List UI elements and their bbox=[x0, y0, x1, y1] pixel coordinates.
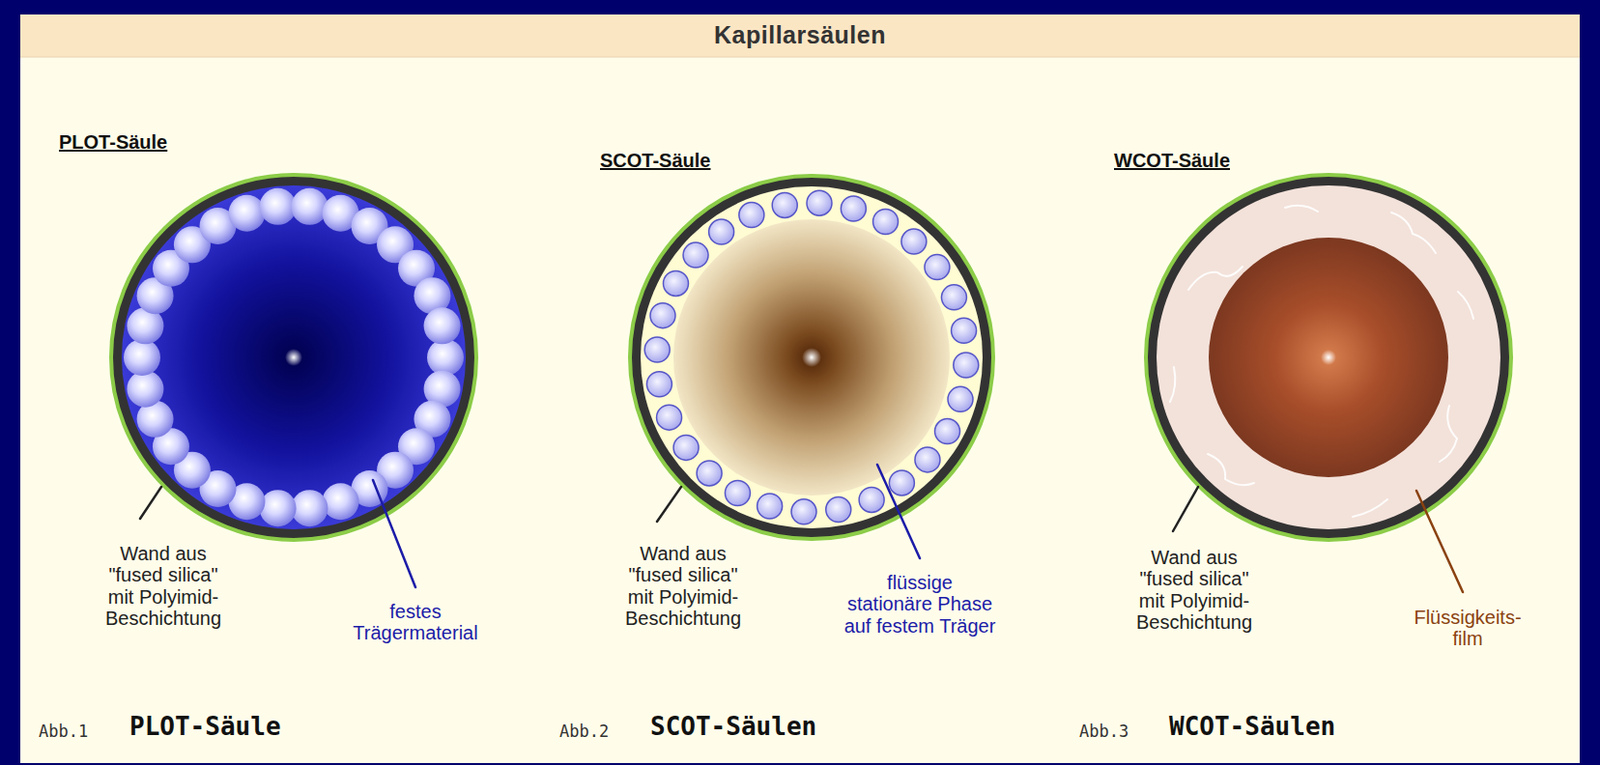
support-bead bbox=[914, 447, 941, 473]
support-bead bbox=[322, 483, 360, 520]
leader-line bbox=[1172, 486, 1199, 532]
liquid-film bbox=[1156, 185, 1501, 530]
support-bead bbox=[951, 317, 977, 343]
plot-column bbox=[111, 174, 477, 541]
support-bead bbox=[228, 195, 265, 232]
support-bead bbox=[427, 339, 464, 376]
support-bead bbox=[953, 352, 979, 378]
liquid-phase-ring bbox=[640, 186, 983, 529]
fused-silica-wall bbox=[1145, 174, 1512, 541]
support-bead bbox=[840, 196, 866, 222]
support-bead bbox=[924, 255, 950, 281]
panel bbox=[20, 14, 1580, 764]
support-bead bbox=[644, 337, 670, 363]
header-bar bbox=[20, 14, 1580, 58]
figure-caption: PLOT-Säule bbox=[129, 713, 282, 742]
support-bead bbox=[941, 285, 967, 311]
leader-line bbox=[657, 486, 682, 522]
support-bead bbox=[873, 208, 899, 234]
support-bead bbox=[290, 188, 328, 226]
support-bead bbox=[806, 190, 832, 216]
support-label: festes Trägermaterial bbox=[342, 600, 488, 645]
support-bead bbox=[646, 371, 672, 398]
support-bead bbox=[791, 499, 817, 525]
support-bead bbox=[888, 470, 915, 496]
support-bead bbox=[947, 386, 973, 412]
wall-label: Wand aus "fused silica" mit Polyimid- Be… bbox=[1126, 546, 1262, 634]
support-bead bbox=[259, 188, 297, 226]
support-bead bbox=[709, 219, 735, 245]
center-dot bbox=[1320, 349, 1337, 366]
figure-caption: SCOT-Säulen bbox=[650, 713, 817, 742]
support-bead bbox=[858, 486, 885, 513]
film-label: Flüssigkeits- film bbox=[1409, 606, 1526, 651]
leader-line bbox=[1416, 490, 1463, 593]
leader-line bbox=[877, 464, 920, 559]
support-bead bbox=[290, 489, 328, 527]
column-heading: WCOT-Säule bbox=[1114, 149, 1230, 172]
figure-number: Abb.2 bbox=[559, 722, 609, 742]
wall-label: Wand aus "fused silica" mit Polyimid- Be… bbox=[615, 542, 751, 630]
support-bead bbox=[657, 404, 683, 430]
support-bead bbox=[126, 371, 164, 408]
support-bead bbox=[683, 242, 709, 268]
leader-line bbox=[140, 486, 162, 519]
stationary-phase-label: flüssige stationäre Phase auf festem Trä… bbox=[843, 571, 998, 637]
fused-silica-wall bbox=[111, 174, 477, 541]
support-bead bbox=[724, 481, 750, 507]
support-bead bbox=[259, 489, 297, 527]
figure-number: Abb.1 bbox=[38, 722, 88, 742]
center-dot bbox=[285, 348, 303, 367]
support-bead bbox=[123, 339, 161, 376]
support-beads bbox=[644, 190, 979, 525]
support-bead bbox=[424, 307, 461, 344]
support-bead bbox=[757, 493, 783, 519]
support-bead bbox=[739, 202, 765, 229]
figure-number: Abb.3 bbox=[1079, 722, 1129, 742]
support-bead bbox=[650, 303, 676, 329]
leader-line bbox=[372, 480, 416, 588]
wall-label: Wand aus "fused silica" mit Polyimid- Be… bbox=[95, 542, 231, 630]
center-dot bbox=[801, 347, 822, 368]
support-bead bbox=[696, 460, 722, 486]
column-heading: SCOT-Säule bbox=[600, 149, 711, 172]
figure-caption: WCOT-Säulen bbox=[1169, 713, 1336, 742]
fused-silica-wall bbox=[629, 175, 994, 540]
panel-title: Kapillarsäulen bbox=[20, 21, 1580, 49]
column-bore bbox=[121, 185, 466, 530]
column-bore bbox=[1208, 237, 1449, 478]
support-bead bbox=[901, 228, 927, 255]
support-bead bbox=[673, 434, 699, 460]
header-rule bbox=[20, 57, 1580, 58]
support-bead bbox=[771, 192, 798, 218]
scot-column bbox=[629, 175, 994, 540]
column-heading: PLOT-Säule bbox=[58, 131, 168, 153]
wcot-column bbox=[1145, 174, 1512, 541]
support-bead bbox=[935, 419, 961, 445]
support-bead bbox=[826, 497, 852, 523]
solid-support-beads bbox=[123, 188, 464, 527]
column-bore bbox=[673, 219, 950, 496]
film-texture bbox=[1170, 205, 1474, 517]
support-bead bbox=[662, 270, 688, 296]
